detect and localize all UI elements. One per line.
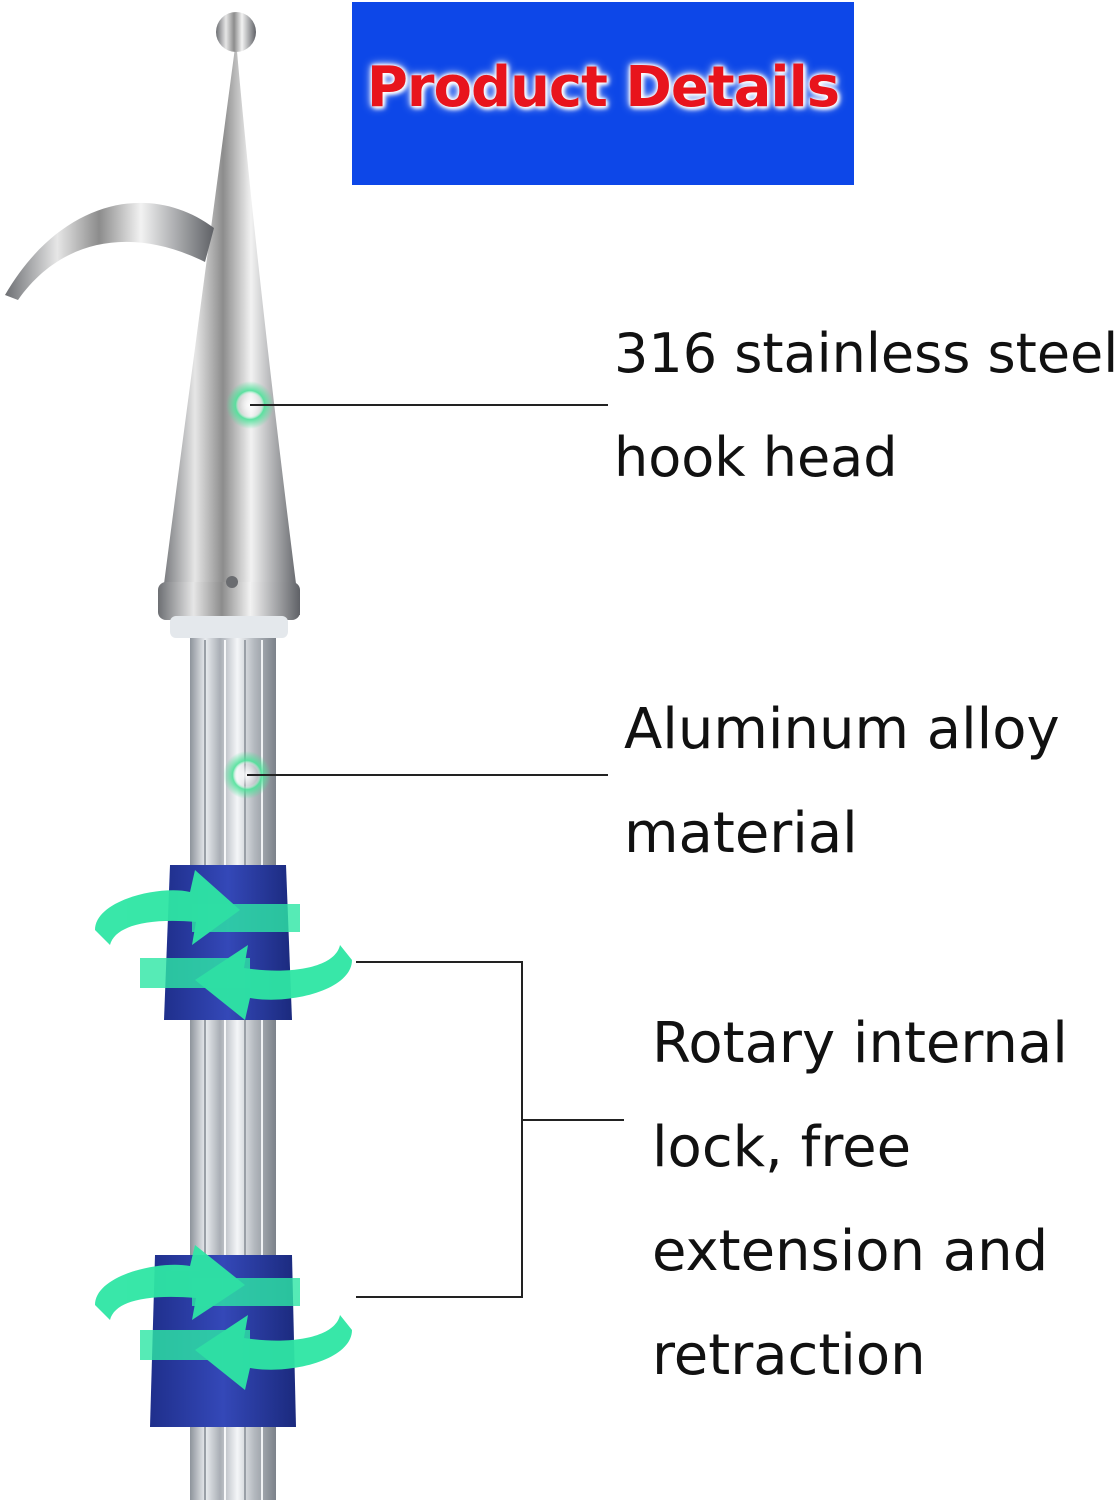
label-line: lock, free <box>652 1115 912 1180</box>
label-line: Aluminum alloy <box>624 697 1060 762</box>
label-line: 316 stainless steel <box>614 322 1118 385</box>
callout-leader-hook <box>226 381 608 429</box>
callout-bracket-lock <box>356 961 624 1298</box>
hook-head <box>5 12 300 638</box>
banner-title: Product Details <box>366 55 840 120</box>
label-line: Rotary internal <box>652 1011 1068 1076</box>
label-line: hook head <box>614 426 898 489</box>
product-details-banner: Product Details <box>352 2 854 185</box>
label-line: extension and <box>652 1219 1049 1284</box>
label-rotary-lock: Rotary internal lock, free extension and… <box>652 992 1068 1408</box>
rotate-arrow-icon <box>95 870 352 1020</box>
label-hook-head: 316 stainless steel hook head <box>614 302 1118 510</box>
callout-leader-aluminum <box>223 751 608 799</box>
label-line: material <box>624 801 858 866</box>
label-aluminum: Aluminum alloy material <box>624 678 1060 886</box>
rotate-arrow-icon <box>95 1245 352 1390</box>
label-line: retraction <box>652 1323 926 1388</box>
